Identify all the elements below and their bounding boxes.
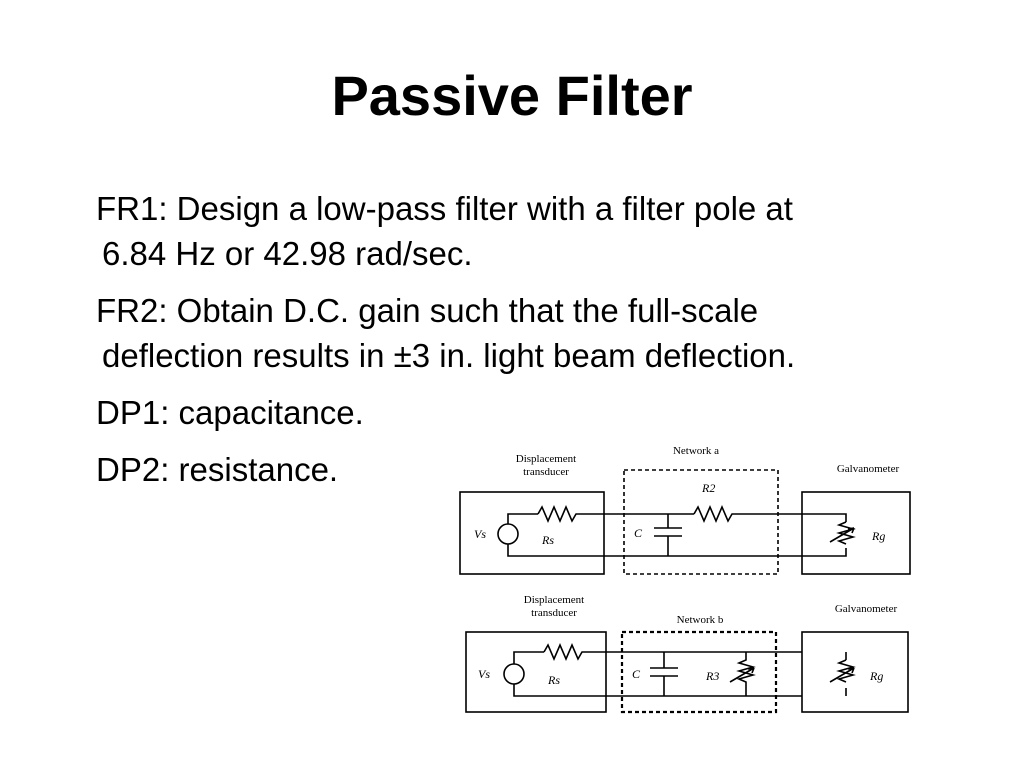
circuit-a-galv-resistor <box>836 521 856 545</box>
bullet-fr2-line2: deflection results in ±3 in. light beam … <box>102 337 796 374</box>
circuit-b-source-label: Vs <box>478 667 490 681</box>
circuit-a-capacitor <box>654 514 682 556</box>
circuit-diagram: Displacement transducer Network a Galvan… <box>459 445 911 714</box>
circuit-b-source-resistor-label: Rs <box>547 673 560 687</box>
circuit-a-galv-resistor-label: Rg <box>871 529 885 543</box>
circuit-b-network-box <box>620 630 778 714</box>
circuit-b-shunt-arrow <box>729 667 755 683</box>
circuit-b: Displacement transducer Network b Galvan… <box>465 594 909 714</box>
circuit-b-transducer-label-1: Displacement <box>524 594 584 606</box>
circuit-b-shunt-resistor <box>736 652 756 696</box>
circuit-a-transducer-box <box>459 491 605 575</box>
circuit-a-transducer-label-2: transducer <box>523 466 569 478</box>
bullet-dp2: DP2: resistance. <box>96 447 976 492</box>
circuit-b-galvanometer-label: Galvanometer <box>835 603 898 615</box>
circuit-b-capacitor-label: C <box>632 667 641 681</box>
circuit-b-galv-resistor-label: Rg <box>869 669 883 683</box>
circuit-b-shunt-resistor-label: R3 <box>705 669 719 683</box>
slide-title: Passive Filter <box>331 64 693 127</box>
circuit-b-source-resistor <box>543 642 622 662</box>
circuit-a: Displacement transducer Network a Galvan… <box>459 445 911 575</box>
bullet-fr1-line1: FR1: Design a low-pass filter with a fil… <box>96 190 793 227</box>
circuit-b-transducer-box <box>465 631 607 713</box>
circuit-a-capacitor-label: C <box>634 526 643 540</box>
bullet-fr2-line1: FR2: Obtain D.C. gain such that the full… <box>96 292 759 329</box>
circuit-b-transducer-label-2: transducer <box>531 607 577 619</box>
circuit-a-series-resistor <box>693 504 802 524</box>
bullet-dp1: DP1: capacitance. <box>96 390 976 435</box>
circuit-b-galvanometer-box <box>801 631 909 713</box>
circuit-a-galv-arrow <box>829 527 855 543</box>
circuit-b-capacitor <box>650 652 678 696</box>
circuit-b-network-label: Network b <box>677 614 724 626</box>
circuit-a-source-resistor <box>537 504 624 524</box>
circuit-a-source-resistor-label: Rs <box>541 533 554 547</box>
circuit-b-source-symbol <box>503 663 525 685</box>
circuit-a-source-symbol <box>497 523 519 545</box>
circuit-a-network-box <box>623 469 779 575</box>
circuit-a-source-label: Vs <box>474 527 486 541</box>
circuit-a-network-label: Network a <box>673 445 719 457</box>
circuit-a-source-wires <box>507 513 624 557</box>
circuit-b-network-wires <box>622 651 802 697</box>
bullet-list: FR1: Design a low-pass filter with a fil… <box>96 186 976 504</box>
bullet-fr2: FR2: Obtain D.C. gain such that the full… <box>96 288 976 378</box>
circuit-b-galv-resistor <box>836 659 856 683</box>
circuit-b-source-wires <box>513 651 622 697</box>
circuit-a-galvanometer-label: Galvanometer <box>837 463 900 475</box>
bullet-fr1: FR1: Design a low-pass filter with a fil… <box>96 186 976 276</box>
bullet-dp1-text: DP1: capacitance. <box>96 394 364 431</box>
circuit-a-transducer-label-1: Displacement <box>516 453 576 465</box>
circuit-a-galvanometer-box <box>801 491 911 575</box>
circuit-b-galv-arrow <box>829 667 855 683</box>
circuit-a-galv-wires <box>802 513 847 557</box>
bullet-fr1-line2: 6.84 Hz or 42.98 rad/sec. <box>102 235 473 272</box>
circuit-a-series-resistor-label: R2 <box>701 481 715 495</box>
bullet-dp2-text: DP2: resistance. <box>96 451 339 488</box>
